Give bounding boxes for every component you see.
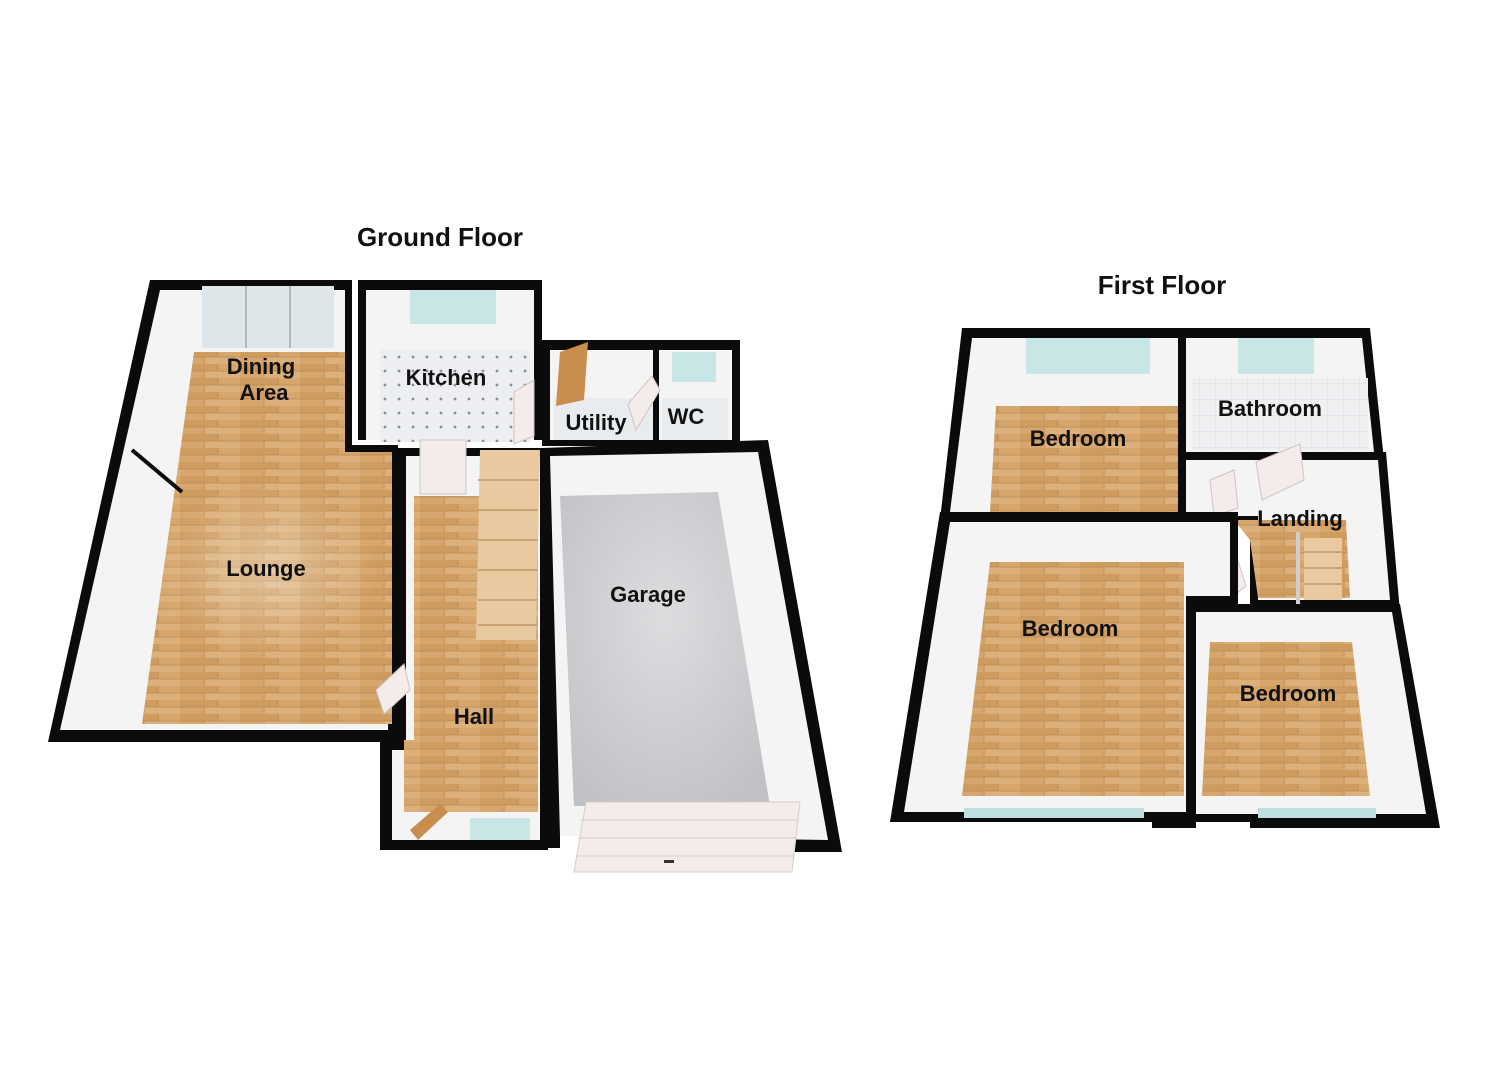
room-label-bedroom-small: Bedroom xyxy=(1240,681,1337,706)
room-label-lounge: Lounge xyxy=(226,556,305,581)
bathroom-door xyxy=(1255,443,1305,501)
room-label-utility: Utility xyxy=(565,410,627,435)
front-door xyxy=(410,804,448,840)
kitchen-window xyxy=(410,290,496,324)
room-label-bedroom-top: Bedroom xyxy=(1030,426,1127,451)
garage-door xyxy=(573,801,801,873)
room-label-dining-line1: Dining xyxy=(227,354,295,379)
utility-door xyxy=(556,342,588,406)
ground-stairs xyxy=(476,450,540,640)
wc-door xyxy=(627,375,661,432)
garage-floor xyxy=(560,492,770,806)
kitchen-side-door xyxy=(513,379,535,445)
lounge-hall-door xyxy=(375,663,411,715)
room-label-bedroom-main: Bedroom xyxy=(1022,616,1119,641)
patio-door-glass xyxy=(202,286,334,348)
room-label-garage: Garage xyxy=(610,582,686,607)
wc-window xyxy=(672,352,716,382)
bedroom-top-door xyxy=(1209,469,1239,517)
hall-kitchen-door xyxy=(419,439,467,495)
first-stairs xyxy=(1296,532,1342,604)
bedroom-top-window xyxy=(1026,338,1150,374)
room-label-hall: Hall xyxy=(454,704,494,729)
room-label-landing: Landing xyxy=(1257,506,1343,531)
ground-floor-plan xyxy=(48,280,842,873)
bedroom-small-floor xyxy=(1202,642,1370,796)
bathroom-floor xyxy=(1192,378,1368,450)
room-label-dining-line2: Area xyxy=(240,380,290,405)
bedroom-small-window xyxy=(1258,808,1376,818)
room-label-bathroom: Bathroom xyxy=(1218,396,1322,421)
wc-floor xyxy=(662,398,728,440)
front-window xyxy=(470,818,530,840)
room-label-wc: WC xyxy=(668,404,705,429)
room-label-kitchen: Kitchen xyxy=(406,365,487,390)
room-label-dining: Dining Area xyxy=(227,354,302,405)
bedroom-top-floor xyxy=(990,406,1178,512)
first-floor-title: First Floor xyxy=(1098,270,1227,300)
ground-floor-title: Ground Floor xyxy=(357,222,523,252)
first-floor-plan xyxy=(890,328,1440,828)
bathroom-window xyxy=(1238,338,1314,374)
bedroom-main-floor xyxy=(962,562,1184,796)
kitchen-floor xyxy=(380,350,530,442)
bedroom-main-window xyxy=(964,808,1144,818)
